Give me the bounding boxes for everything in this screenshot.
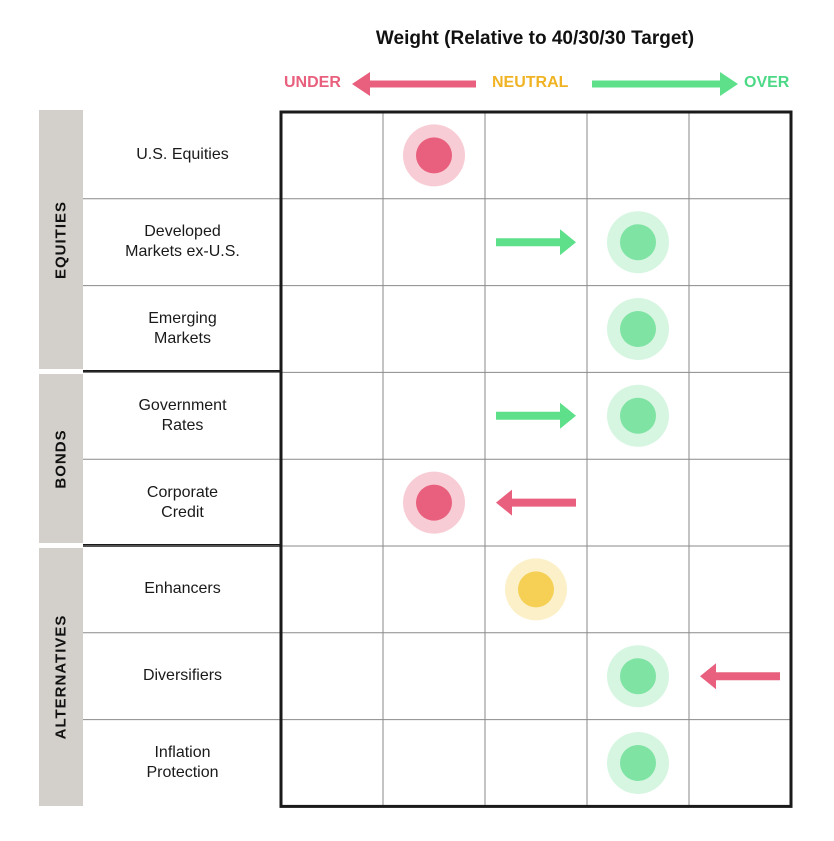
row-label: U.S. Equities [85,145,280,165]
weight-marker [518,571,554,608]
weight-marker [416,484,452,521]
row-label-line: Diversifiers [142,667,223,685]
legend-over-label: OVER [744,74,790,91]
category-band-bonds: BONDS [39,374,83,543]
row-label-line: Emerging [148,310,217,327]
chart-title: Weight (Relative to 40/30/30 Target) [375,28,695,49]
row-label-line: Government [138,396,227,414]
legend-under-arrow-head [352,72,370,96]
weight-marker [620,311,656,347]
weight-marker [416,137,452,174]
row-label-line: Inflation [154,744,211,761]
row-label: Diversifiers [85,666,280,686]
grid-frame [279,110,793,808]
movement-arrow-head [700,663,716,690]
movement-arrow-head [560,229,576,256]
row-label: Enhancers [85,579,280,599]
weight-marker [620,224,656,261]
movement-arrow-head [560,402,576,429]
row-label-line: U.S. Equities [136,146,229,164]
legend-neutral-label: NEUTRAL [492,74,569,91]
row-label-line: Enhancers [144,580,221,598]
row-label-line: Credit [161,503,204,521]
category-band-alternatives: ALTERNATIVES [39,548,83,806]
row-label-line: Markets ex-U.S. [125,243,240,261]
weight-marker [620,745,656,781]
row-label-line: Protection [146,764,219,781]
category-band-equities: EQUITIES [39,110,83,369]
legend-over-arrow-head [720,72,738,96]
row-label-line: Corporate [146,483,219,501]
legend-under-label: UNDER [284,74,341,91]
weight-marker [620,397,656,434]
movement-arrow-head [496,489,512,516]
row-label-line: Developed [144,223,221,241]
category-separator [83,370,280,373]
row-label-line: Rates [161,416,204,434]
weight-marker [620,658,656,695]
row-label-line: Markets [154,330,211,347]
